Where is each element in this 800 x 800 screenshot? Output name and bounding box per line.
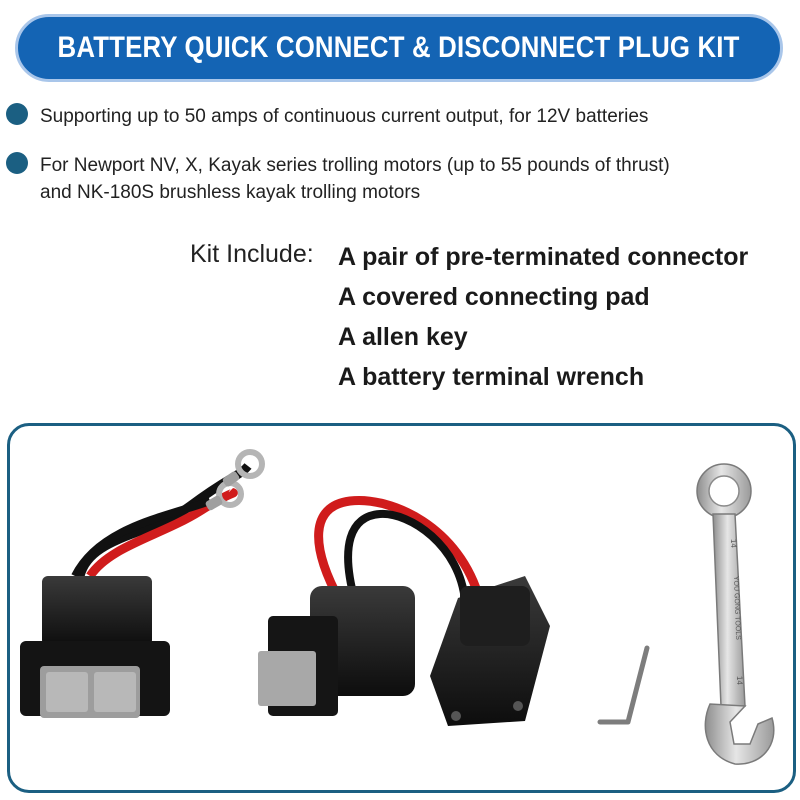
wrench-size-bottom: 14 [735,676,744,686]
wrench-marking: YOU GONG TOOLS [732,576,741,640]
kit-label: Kit Include: [190,240,314,268]
feature-text-line: and NK-180S brushless kayak trolling mot… [40,182,421,203]
kit-item: A covered connecting pad [338,283,650,311]
connector-pad-illustration [258,495,550,726]
feature-item-current: Supporting up to 50 amps of continuous c… [6,103,796,130]
bullet-icon [6,152,28,174]
kit-items-list: A pair of pre-terminated connector A cov… [338,240,748,400]
feature-text: For Newport NV, X, Kayak series trolling… [40,152,670,206]
page-title: BATTERY QUICK CONNECT & DISCONNECT PLUG … [57,31,741,64]
wrench-illustration: YOU GONG TOOLS 14 14 [696,463,775,765]
kit-item: A battery terminal wrench [338,363,645,391]
kit-item: A pair of pre-terminated connector [338,243,749,271]
product-photo: YOU GONG TOOLS 14 14 [20,449,775,765]
feature-text: Supporting up to 50 amps of continuous c… [40,106,649,127]
feature-text-line: For Newport NV, X, Kayak series trolling… [40,155,670,176]
feature-item-compatibility: For Newport NV, X, Kayak series trolling… [6,152,796,206]
title-banner: BATTERY QUICK CONNECT & DISCONNECT PLUG … [15,14,783,82]
connector-left-illustration [20,449,265,718]
product-photo-frame: YOU GONG TOOLS 14 14 [7,423,796,793]
allen-key-illustration [597,645,650,725]
wrench-size-top: 14 [729,539,738,549]
bullet-icon [6,103,28,125]
kit-item: A allen key [338,323,468,351]
